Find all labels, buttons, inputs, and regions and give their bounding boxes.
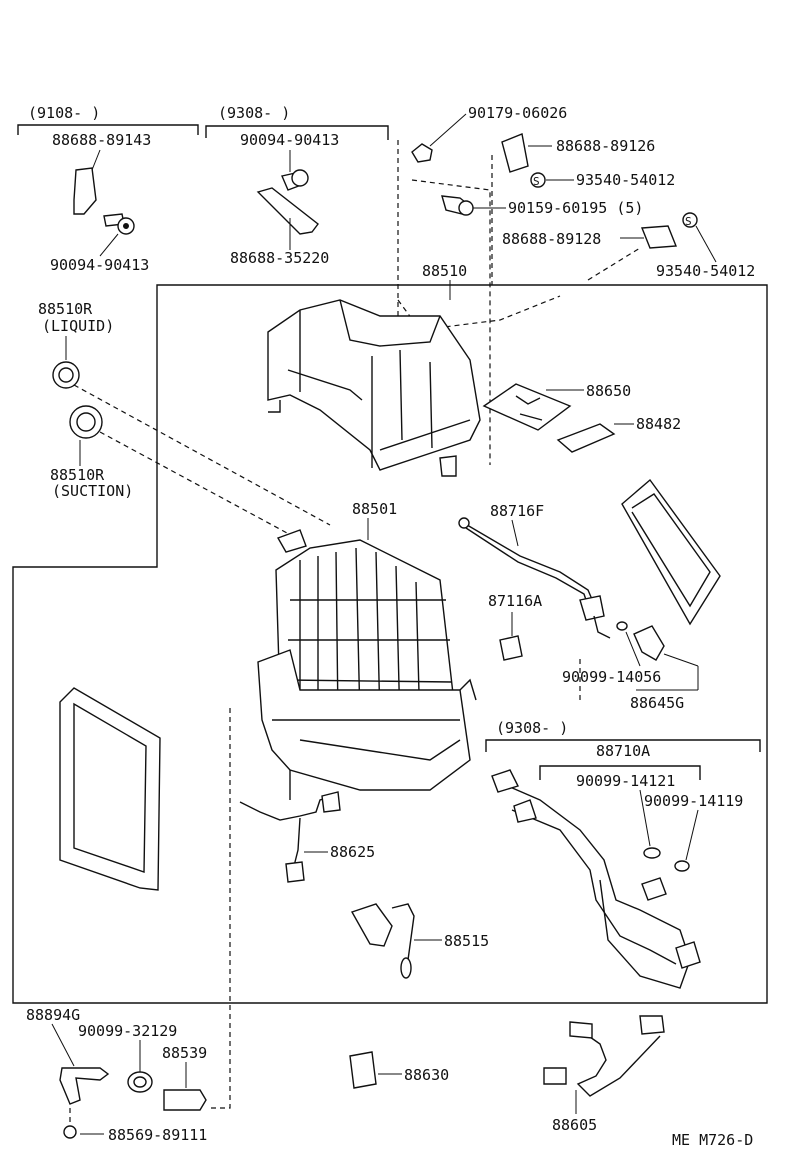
part-label-88482: 88482 xyxy=(636,415,681,433)
clip-90179-06026-icon xyxy=(411,143,433,163)
part-label-90099-14056: 90099-14056 xyxy=(562,668,661,686)
clip-87116A-icon xyxy=(499,635,523,661)
part-label-93540-54012-a: 93540-54012 xyxy=(576,171,675,189)
part-label-90099-32129: 90099-32129 xyxy=(78,1022,177,1040)
filter-frame-right xyxy=(621,478,721,626)
bolt-90159-60195-icon xyxy=(441,195,474,216)
part-label-88510: 88510 xyxy=(422,262,467,280)
part-label-88510R-suction: 88510R xyxy=(50,466,105,484)
part-label-88688-89128: 88688-89128 xyxy=(502,230,601,248)
part-label-88716F: 88716F xyxy=(490,502,544,520)
suction-note: (SUCTION) xyxy=(52,482,133,500)
part-label-90094-90413-a: 90094-90413 xyxy=(50,256,149,274)
screw-90094-90413-icon xyxy=(103,213,135,235)
s-marker-letter: S xyxy=(533,175,540,188)
sensor-88515: 88515 xyxy=(350,903,489,979)
plug-88539-icon xyxy=(163,1089,207,1111)
evaporator-88501: 88501 xyxy=(257,500,477,800)
grommet-90099-32129-icon xyxy=(127,1071,153,1093)
part-label-88630: 88630 xyxy=(404,1066,449,1084)
o-ring-90099-14121-icon xyxy=(643,847,661,859)
part-label-88539: 88539 xyxy=(162,1044,207,1062)
ring-liquid: 88510R (LIQUID) xyxy=(38,300,114,389)
switch-88645G-icon xyxy=(633,625,665,661)
group-label-9308-b: (9308- ) xyxy=(496,719,568,737)
o-ring-liquid-icon xyxy=(52,361,80,389)
part-label-88645G: 88645G xyxy=(630,694,684,712)
sensor-88630-icon xyxy=(349,1051,377,1089)
part-label-90099-14121: 90099-14121 xyxy=(576,772,675,790)
part-label-88625: 88625 xyxy=(330,843,375,861)
part-label-90179-06026: 90179-06026 xyxy=(468,104,567,122)
s-marker-b-letter: S xyxy=(685,215,692,228)
part-label-88688-35220: 88688-35220 xyxy=(230,249,329,267)
s-marker-b-icon xyxy=(682,212,698,228)
upper-case-88510: 88510 xyxy=(267,262,481,477)
group-9108: (9108- ) 88688-89143 90094-90413 xyxy=(17,104,199,274)
part-label-88501: 88501 xyxy=(352,500,397,518)
part-label-88650: 88650 xyxy=(586,382,631,400)
part-label-88510R-liquid: 88510R xyxy=(38,300,93,318)
group-9308-a: (9308- ) 90094-90413 88688-35220 xyxy=(205,104,389,267)
part-label-88569-89111: 88569-89111 xyxy=(108,1126,207,1144)
bracket-88688-35220-icon xyxy=(256,187,319,235)
part-label-88688-89126: 88688-89126 xyxy=(556,137,655,155)
o-ring-90099-14119-icon xyxy=(674,860,690,872)
harness-88625: 88625 xyxy=(239,791,375,883)
filter-frame-left xyxy=(59,687,161,891)
group-label-9308-a: (9308- ) xyxy=(218,104,290,122)
part-88650-icon xyxy=(482,383,572,431)
hose-88894G-icon xyxy=(59,1067,110,1105)
part-label-88894G: 88894G xyxy=(26,1006,80,1024)
clamp-88569-89111-icon xyxy=(63,1125,77,1139)
part-label-88710A: 88710A xyxy=(596,742,650,760)
upper-right-small-parts: 88650 88482 xyxy=(482,382,681,453)
s-marker-icon xyxy=(530,172,546,188)
upper-right-parts: 90179-06026 88688-89126 S 93540-54012 90… xyxy=(411,104,755,280)
part-label-90099-14119: 90099-14119 xyxy=(644,792,743,810)
screw-top-icon xyxy=(281,169,309,191)
main-frame xyxy=(12,284,768,1004)
part-label-88605: 88605 xyxy=(552,1116,597,1134)
bracket-88688-89128-icon xyxy=(640,225,678,249)
tube-88716F: 88716F xyxy=(458,502,611,639)
bracket-88688-89126-icon xyxy=(501,133,529,173)
liquid-note: (LIQUID) xyxy=(42,317,114,335)
bracket-88688-89143-icon xyxy=(73,167,97,215)
part-label-88688-89143: 88688-89143 xyxy=(52,131,151,149)
part-label-88515: 88515 xyxy=(444,932,489,950)
part-label-90094-90413-b: 90094-90413 xyxy=(240,131,339,149)
harness-88605-icon xyxy=(576,1029,661,1097)
part-label-87116A: 87116A xyxy=(488,592,542,610)
part-label-90159-60195: 90159-60195 (5) xyxy=(508,199,643,217)
bottom-parts: 88894G 90099-32129 88539 88569-89111 886… xyxy=(26,1006,665,1144)
ring-suction: 88510R (SUCTION) xyxy=(50,405,133,500)
part-label-93540-54012-b: 93540-54012 xyxy=(656,262,755,280)
group-label-9108: (9108- ) xyxy=(28,104,100,122)
part-88482-icon xyxy=(556,423,616,453)
footer-code: ME M726-D xyxy=(672,1131,753,1149)
switch-88645G: 90099-14056 88645G xyxy=(562,621,699,712)
o-ring-suction-icon xyxy=(69,405,103,439)
group-9308-b: (9308- ) 88710A 90099-14121 90099-14119 xyxy=(485,719,761,989)
clip-87116A: 87116A xyxy=(488,592,542,661)
